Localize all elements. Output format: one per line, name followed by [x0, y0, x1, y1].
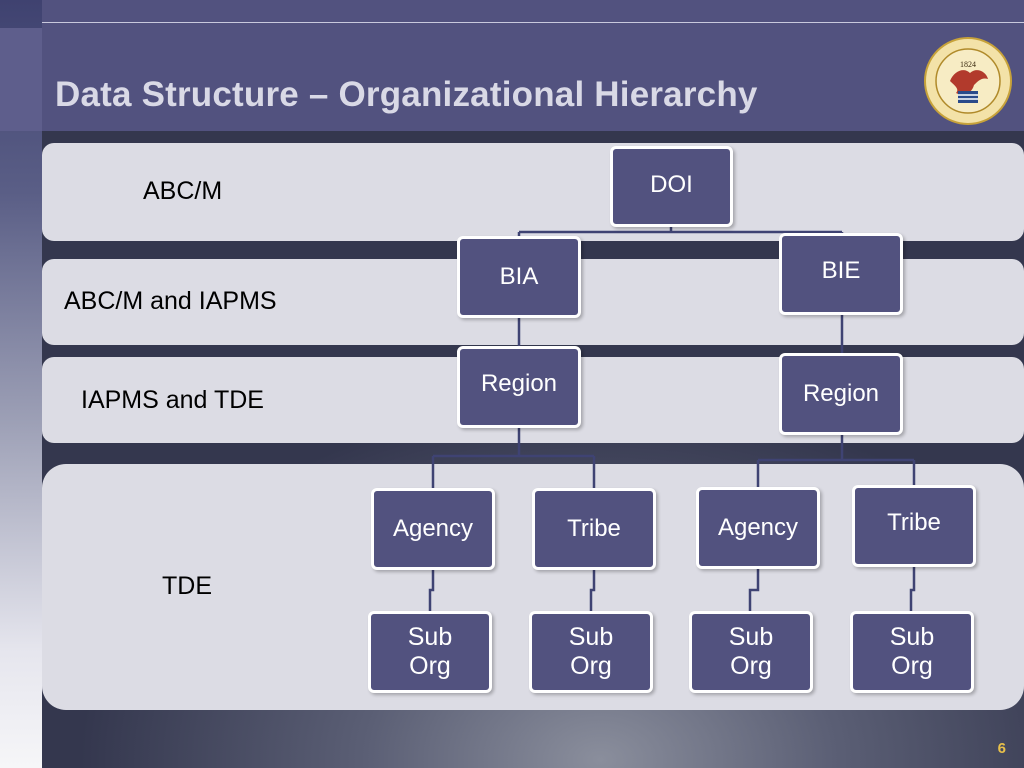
node-bie: BIE: [779, 233, 903, 315]
suborg-line1: Sub: [568, 623, 614, 652]
suborg-line2: Org: [409, 652, 451, 680]
title-divider-line: [42, 22, 1024, 23]
node-bie-region: Region: [779, 353, 903, 435]
node-bia-region: Region: [457, 346, 581, 428]
title-bar: [42, 0, 1024, 131]
band-label: TDE: [162, 572, 212, 600]
page-number: 6: [997, 740, 1006, 757]
suborg-line1: Sub: [889, 623, 935, 652]
bureau-seal-logo: 1824: [924, 37, 1012, 125]
suborg-line2: Org: [891, 652, 933, 680]
node-doi: DOI: [610, 146, 733, 227]
title-left-accent: [0, 28, 42, 131]
page-title: Data Structure – Organizational Hierarch…: [55, 75, 758, 114]
svg-text:1824: 1824: [960, 60, 976, 69]
node-bia-agency: Agency: [371, 488, 495, 570]
node-bie-tribe: Tribe: [852, 485, 976, 567]
suborg-line1: Sub: [407, 623, 453, 652]
suborg-line2: Org: [730, 652, 772, 680]
band-label: ABC/M: [143, 177, 223, 205]
node-bia: BIA: [457, 236, 581, 318]
band-label: ABC/M and IAPMS: [64, 287, 277, 315]
node-bia-tribe: Tribe: [532, 488, 656, 570]
band-label: IAPMS and TDE: [81, 386, 264, 414]
band-abcm: ABC/M: [42, 143, 1024, 241]
suborg-line2: Org: [570, 652, 612, 680]
node-bie-agency: Agency: [696, 487, 820, 569]
suborg-line1: Sub: [728, 623, 774, 652]
